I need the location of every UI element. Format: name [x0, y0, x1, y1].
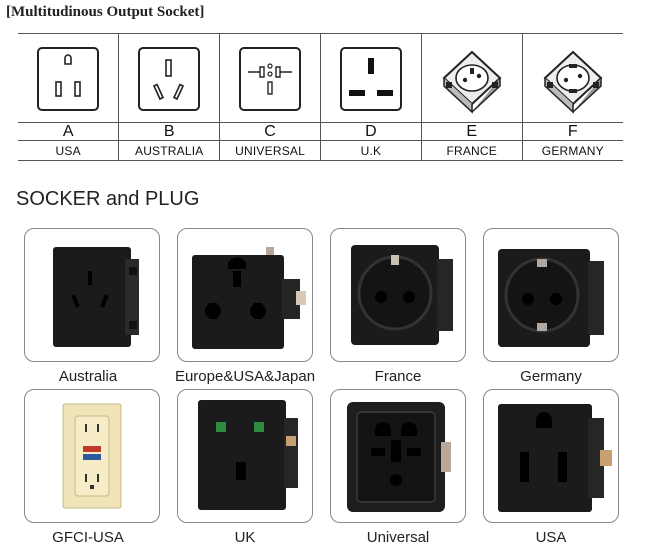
- page-heading: [Multitudinous Output Socket]: [6, 4, 205, 20]
- australia-socket-cell: [118, 33, 221, 123]
- column-country: U.K: [319, 140, 422, 161]
- australia-socket-icon: [138, 47, 201, 111]
- column-country: USA: [18, 140, 120, 161]
- photo-caption: France: [374, 368, 422, 385]
- uk-socket-icon: [339, 47, 402, 111]
- photo-caption: USA: [535, 529, 567, 546]
- photo-caption: Australia: [58, 368, 118, 385]
- column-letter: F: [521, 122, 623, 141]
- column-country: UNIVERSAL: [219, 140, 321, 161]
- universal-socket-photo: [330, 389, 466, 523]
- photo-caption: Universal: [366, 529, 430, 546]
- section-title: SOCKER and PLUG: [16, 188, 200, 210]
- universal-socket-cell: [219, 33, 321, 123]
- australia-socket-photo: [24, 228, 160, 362]
- usa-socket-photo: [483, 389, 619, 523]
- usa-socket-cell: [18, 33, 120, 123]
- column-country: AUSTRALIA: [118, 140, 221, 161]
- column-letter: B: [118, 122, 221, 141]
- uk-socket-photo: [177, 389, 313, 523]
- photo-caption: Germany: [520, 368, 582, 385]
- germany-socket-cell: [521, 33, 623, 123]
- universal-socket-icon: [239, 47, 302, 111]
- socket-type-table: A B C D E F USA AUSTRALIA UNIVERSAL U.K …: [18, 33, 623, 161]
- uk-socket-cell: [319, 33, 422, 123]
- france-socket-photo: [330, 228, 466, 362]
- photo-caption: GFCI-USA: [52, 529, 124, 546]
- photo-caption: Europe&USA&Japan: [174, 368, 316, 385]
- column-country: FRANCE: [420, 140, 523, 161]
- column-country: GERMANY: [521, 140, 623, 161]
- france-socket-cell: [420, 33, 523, 123]
- france-socket-icon: [442, 50, 502, 114]
- germany-socket-icon: [543, 50, 603, 114]
- column-letter: E: [420, 122, 523, 141]
- column-letter: A: [18, 122, 120, 141]
- gfci-usa-socket-photo: [24, 389, 160, 523]
- usa-socket-icon: [37, 47, 100, 111]
- column-letter: D: [319, 122, 422, 141]
- europe-usa-japan-socket-photo: [177, 228, 313, 362]
- photo-caption: UK: [234, 529, 256, 546]
- column-letter: C: [219, 122, 321, 141]
- germany-socket-photo: [483, 228, 619, 362]
